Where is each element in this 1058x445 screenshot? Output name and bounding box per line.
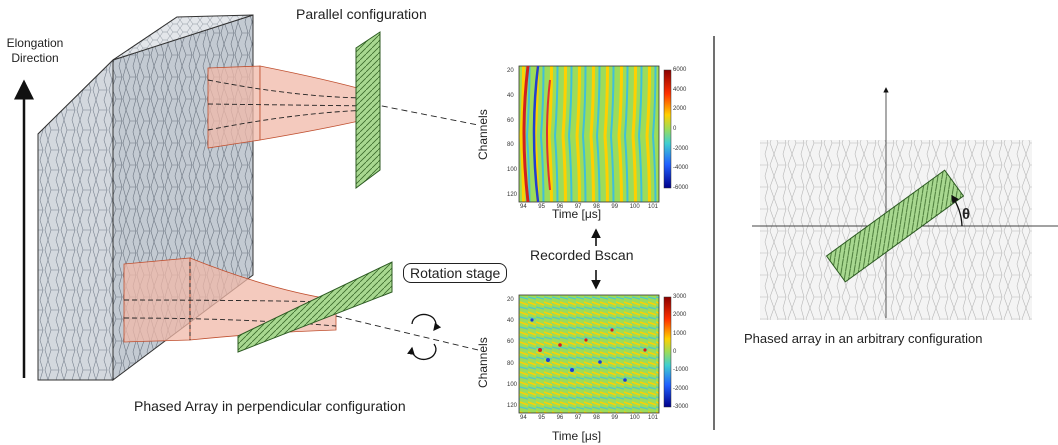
bscan-colorbar-tick: 0 bbox=[673, 126, 677, 132]
bscan-colorbar-tick: -2000 bbox=[673, 145, 689, 152]
arbitrary-config-panel bbox=[752, 87, 1058, 320]
bscan-colorbar-tick: 2000 bbox=[673, 106, 687, 113]
bscan-colorbar-tick: -1000 bbox=[673, 367, 689, 374]
bscan-ytick: 80 bbox=[507, 360, 514, 367]
theta-label: θ bbox=[962, 206, 971, 223]
bscan-xtick: 97 bbox=[574, 204, 582, 210]
bscan-top-ylabel: Channels bbox=[476, 109, 490, 160]
bscan-xtick: 96 bbox=[556, 204, 564, 210]
elongation-line1: Elongation bbox=[6, 36, 64, 50]
perpendicular-configuration-label: Phased Array in perpendicular configurat… bbox=[134, 398, 406, 414]
bscan-xtick: 100 bbox=[629, 204, 640, 210]
bscan-bottom-plot bbox=[518, 270, 672, 414]
arbitrary-configuration-label: Phased array in an arbitrary configurati… bbox=[744, 331, 983, 346]
bscan-xtick: 100 bbox=[629, 415, 640, 421]
bscan-colorbar-tick: 1000 bbox=[673, 330, 687, 337]
recorded-bscan-label: Recorded Bscan bbox=[530, 247, 634, 263]
bscan-ytick: 60 bbox=[507, 117, 514, 124]
parallel-configuration-label: Parallel configuration bbox=[296, 6, 427, 22]
bscan-xtick: 99 bbox=[611, 204, 619, 210]
block-front-face bbox=[37, 58, 114, 381]
bscan-xtick: 99 bbox=[611, 415, 619, 421]
bscan-ytick: 100 bbox=[507, 381, 518, 388]
bscan-xtick: 95 bbox=[538, 204, 545, 210]
bscan-xtick: 95 bbox=[538, 415, 545, 421]
bscan-xtick: 97 bbox=[574, 415, 582, 421]
bscan-top-xlabel: Time [μs] bbox=[552, 207, 602, 221]
theta-arc bbox=[951, 194, 963, 227]
elongation-direction-label: Elongation Direction bbox=[4, 36, 66, 66]
transducer-rotated bbox=[825, 169, 965, 283]
rotation-arrows-icon bbox=[407, 313, 442, 361]
bscan-colorbar-tick: -2000 bbox=[673, 385, 689, 392]
bscan-colorbar-tick: 4000 bbox=[673, 86, 687, 93]
bscan-ytick: 60 bbox=[507, 339, 514, 346]
bscan-colorbar-tick: 3000 bbox=[673, 294, 687, 300]
bscan-bottom-ylabel: Channels bbox=[476, 337, 490, 388]
bscan-colorbar-tick: -4000 bbox=[673, 165, 689, 172]
bscan-bottom-xlabel: Time [μs] bbox=[552, 429, 602, 443]
bscan-xtick: 98 bbox=[593, 204, 600, 210]
transducer-parallel bbox=[355, 31, 381, 189]
beam-top bbox=[207, 65, 479, 149]
bscan-colorbar-tick: 0 bbox=[673, 349, 677, 355]
bscan-colorbar-tick: 6000 bbox=[673, 67, 687, 73]
bscan-ytick: 80 bbox=[507, 142, 514, 149]
bscan-xtick: 101 bbox=[648, 415, 659, 421]
bscan-ytick: 20 bbox=[507, 297, 514, 303]
bscan-ytick: 20 bbox=[507, 68, 514, 74]
elongation-line2: Direction bbox=[11, 51, 59, 65]
bscan-xtick: 101 bbox=[648, 204, 659, 210]
bscan-colorbar-tick: -6000 bbox=[673, 185, 689, 191]
bscan-xtick: 96 bbox=[556, 415, 564, 421]
bscan-colorbar-tick: -3000 bbox=[673, 404, 689, 410]
transducer-perpendicular bbox=[237, 261, 393, 353]
bscan-xtick: 94 bbox=[520, 204, 527, 210]
bscan-ytick: 120 bbox=[507, 192, 518, 198]
bscan-colorbar-tick: 2000 bbox=[673, 312, 687, 319]
bscan-xtick: 98 bbox=[593, 415, 600, 421]
bscan-ytick: 120 bbox=[507, 403, 518, 409]
bscan-ytick: 40 bbox=[507, 92, 514, 99]
bscan-top-plot bbox=[518, 65, 672, 246]
bscan-ytick: 40 bbox=[507, 318, 514, 325]
rotation-stage-label: Rotation stage bbox=[403, 263, 508, 283]
bscan-xtick: 94 bbox=[520, 415, 527, 421]
bscan-ytick: 100 bbox=[507, 167, 518, 174]
